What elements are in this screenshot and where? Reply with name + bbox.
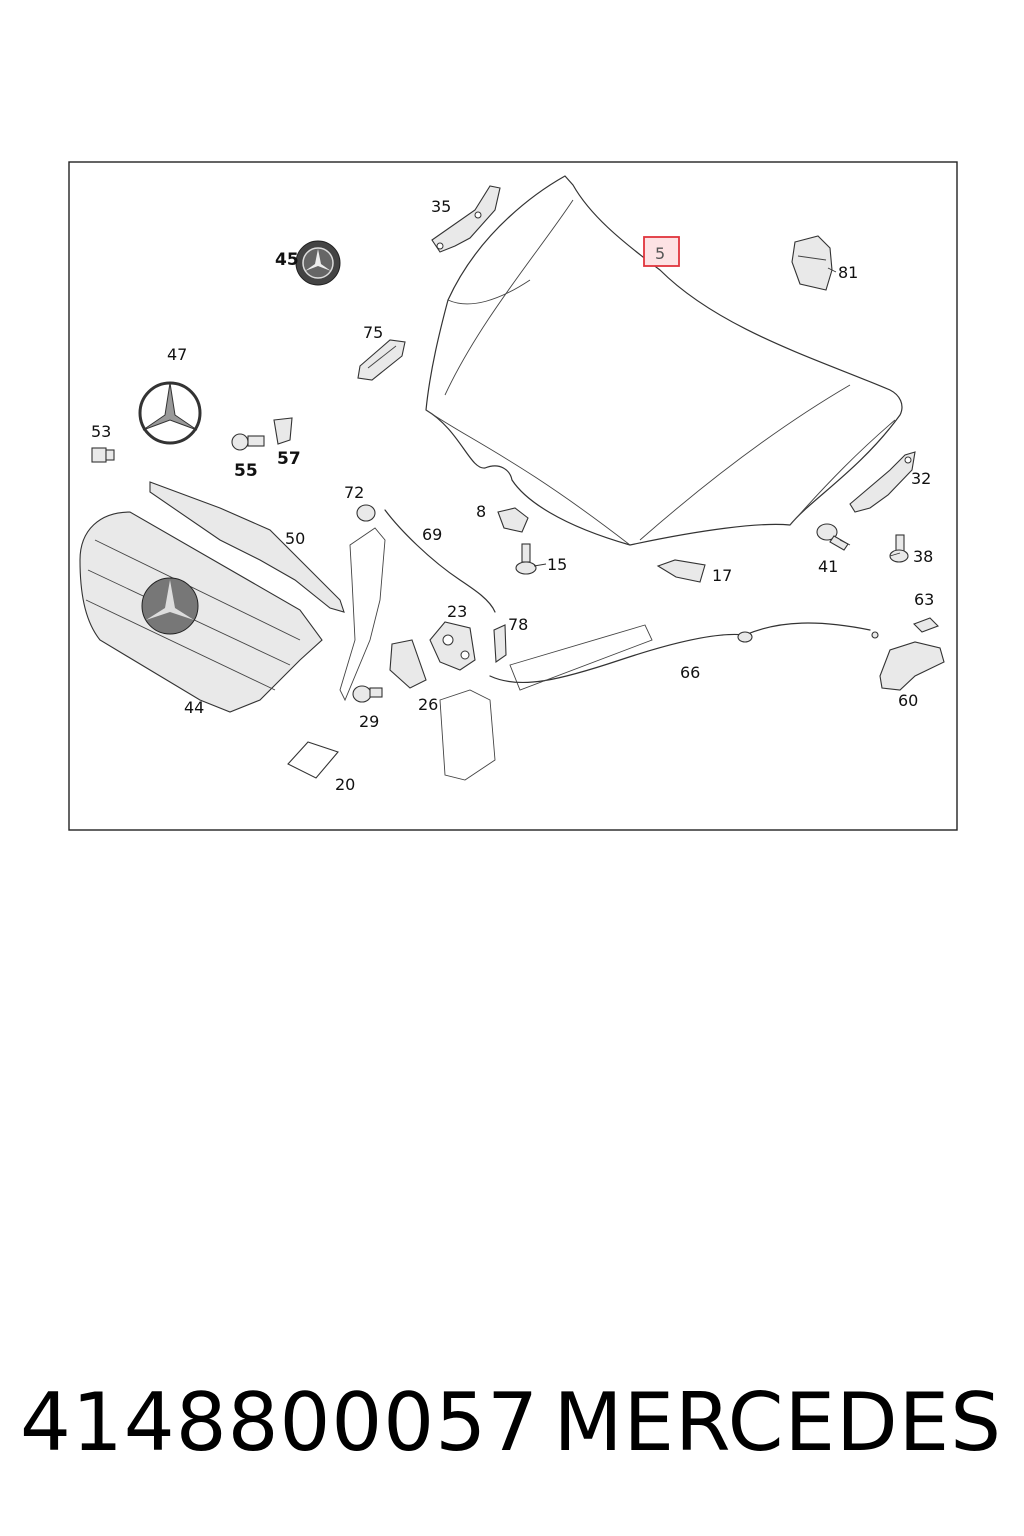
part-bolt-15 [515, 543, 537, 575]
part-clip-63 [913, 617, 939, 633]
callout-20: 20 [335, 775, 355, 794]
callout-45: 45 [275, 250, 299, 270]
brand-name: MERCEDES [553, 1376, 1002, 1469]
callout-81: 81 [838, 263, 858, 282]
callout-69: 69 [422, 525, 442, 544]
part-latch-75 [357, 339, 406, 381]
part-clip-81 [791, 235, 833, 291]
part-handle-60 [879, 641, 945, 691]
callout-38: 38 [913, 547, 933, 566]
callout-50: 50 [285, 529, 305, 548]
part-support-panel [339, 527, 653, 781]
callout-29: 29 [359, 712, 379, 731]
callout-75: 75 [363, 323, 383, 342]
part-grille-44 [79, 511, 323, 713]
callout-15: 15 [547, 555, 567, 574]
part-star-47 [138, 381, 202, 445]
callout-5: 5 [655, 244, 665, 263]
callout-60: 60 [898, 691, 918, 710]
part-bolt-41 [816, 523, 849, 551]
leader-lines [533, 267, 901, 567]
part-bracket-50 [149, 481, 345, 613]
part-rod-69 [384, 509, 496, 613]
part-clip-78 [493, 624, 507, 664]
part-bolt-53 [91, 447, 115, 463]
callout-78: 78 [508, 615, 528, 634]
callout-5-highlight [643, 236, 680, 267]
part-lock-23 [429, 621, 476, 671]
part-number: 4148800057 [20, 1376, 539, 1469]
part-hood [425, 175, 903, 546]
diagram-border [68, 161, 958, 831]
callout-72: 72 [344, 483, 364, 502]
callout-23: 23 [447, 602, 467, 621]
part-label-20 [287, 741, 339, 779]
part-screw-38 [889, 534, 909, 563]
callout-32: 32 [911, 469, 931, 488]
part-plate-26 [389, 639, 427, 689]
parts-diagram: 35 5 81 45 75 47 53 55 57 32 72 69 8 50 … [68, 161, 958, 831]
part-bracket-8 [497, 507, 529, 533]
callout-17: 17 [712, 566, 732, 585]
callout-44: 44 [184, 698, 204, 717]
callout-35: 35 [431, 197, 451, 216]
callout-57: 57 [277, 449, 301, 469]
part-bolt-29 [352, 685, 383, 703]
part-clip-57 [273, 417, 293, 445]
callout-63: 63 [914, 590, 934, 609]
part-emblem-45 [295, 240, 341, 286]
part-hinge-35 [431, 185, 501, 253]
part-screw-55 [231, 433, 265, 451]
callout-41: 41 [818, 557, 838, 576]
part-pad-17 [656, 559, 706, 583]
callout-8: 8 [476, 502, 486, 521]
part-grommet-72 [356, 504, 376, 522]
callout-labels: 35 5 81 45 75 47 53 55 57 32 72 69 8 50 … [91, 197, 934, 794]
callout-55: 55 [234, 461, 258, 481]
callout-53: 53 [91, 422, 111, 441]
callout-47: 47 [167, 345, 187, 364]
caption-bar: 4148800057 MERCEDES [0, 1368, 1024, 1478]
callout-66: 66 [680, 663, 700, 682]
callout-26: 26 [418, 695, 438, 714]
part-hinge-32 [849, 451, 916, 513]
